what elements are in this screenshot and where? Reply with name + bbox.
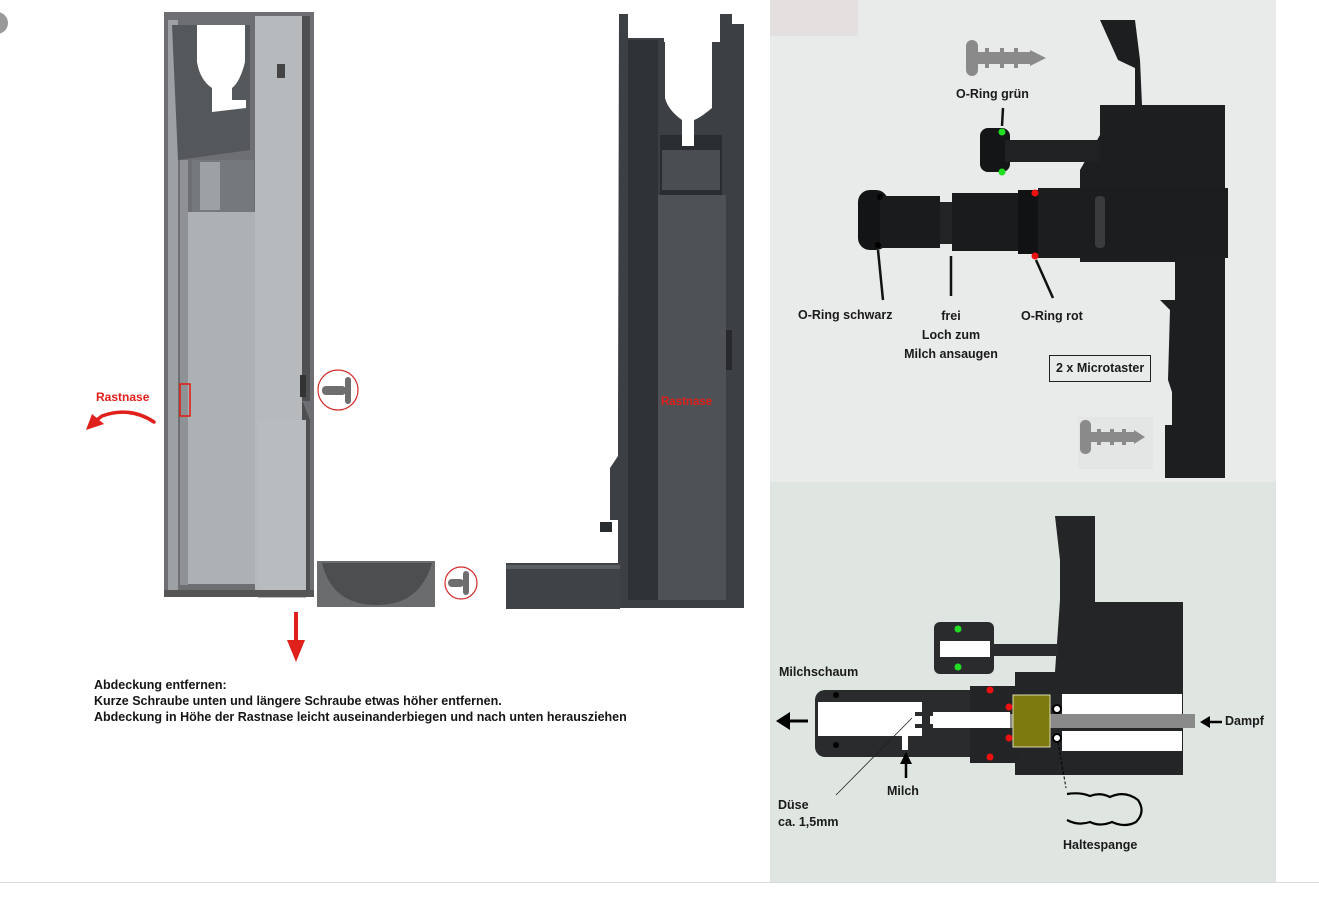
sectional-diagram-panel: Milchschaum Dampf Milch Düse ca. 1,5mm H… xyxy=(770,482,1276,882)
green-o-ring-dot xyxy=(998,128,1006,136)
steam-in-arrow-icon xyxy=(1200,716,1222,728)
free-hole-line-2: Loch zum xyxy=(921,328,981,342)
caption-line-1: Abdeckung entfernen: xyxy=(94,678,227,692)
red-o-ring-dot xyxy=(1031,252,1039,260)
o-ring-red-label: O-Ring rot xyxy=(1021,309,1083,323)
milk-foam-out-arrow-icon xyxy=(776,712,808,730)
black-o-ring-dot xyxy=(875,242,881,248)
top-cutout xyxy=(665,40,712,146)
free-hole-label: frei Loch zum Milch ansaugen xyxy=(890,309,1012,362)
rastnase-marker-box xyxy=(179,383,191,417)
caption-line-2: Kurze Schraube unten und längere Schraub… xyxy=(94,694,502,708)
milk-foam-label: Milchschaum xyxy=(779,665,859,679)
nozzle-bore xyxy=(930,712,1010,728)
nozzle-line-1: Düse xyxy=(778,798,809,812)
screw-icon xyxy=(1080,420,1145,454)
cover-front-photo xyxy=(164,12,435,607)
milk-label: Milch xyxy=(887,784,919,798)
screw-icon xyxy=(966,40,1046,76)
nozzle-label: Düse ca. 1,5mm xyxy=(778,798,838,830)
nozzle-insert xyxy=(1012,694,1051,748)
black-o-ring-dot xyxy=(877,194,883,200)
rastnase-label-inner: Rastnase xyxy=(661,396,713,408)
o-ring-black-label: O-Ring schwarz xyxy=(798,308,893,322)
milk-in-arrow-icon xyxy=(900,752,912,778)
caption-line-3: Abdeckung in Höhe der Rastnase leicht au… xyxy=(94,710,627,724)
short-screw-circle-icon xyxy=(444,566,478,600)
bottom-cap-piece xyxy=(506,563,620,609)
bend-out-arrow-icon xyxy=(86,410,156,430)
top-cutout xyxy=(197,25,246,112)
free-hole-line-3: Milch ansaugen xyxy=(904,347,998,361)
rastnase-label-left: Rastnase xyxy=(96,390,150,404)
instruction-caption: Abdeckung entfernen: Kurze Schraube unte… xyxy=(94,677,627,725)
bottom-divider xyxy=(0,882,1319,883)
retaining-clip-shape xyxy=(1066,792,1143,827)
pull-down-arrow-icon xyxy=(287,612,305,662)
retaining-clip-label: Haltespange xyxy=(1063,838,1138,852)
cover-back-photo xyxy=(506,14,744,609)
nozzle-line-2: ca. 1,5mm xyxy=(778,815,839,829)
o-ring-green-label: O-Ring grün xyxy=(956,87,1029,101)
milk-unit-photo-panel: O-Ring grün O-Ring schwarz frei Loch zum… xyxy=(770,0,1276,482)
long-screw-circle-icon xyxy=(317,369,359,411)
green-o-ring-dot xyxy=(998,168,1006,176)
red-o-ring-dot xyxy=(1031,189,1039,197)
free-hole-line-1: frei xyxy=(941,309,961,323)
milk-foam-bore xyxy=(818,702,922,736)
microswitch-label-box: 2 x Microtaster xyxy=(1049,355,1152,382)
steam-label: Dampf xyxy=(1225,714,1264,728)
edge-circle-fragment xyxy=(0,12,8,34)
steam-pipe xyxy=(1010,714,1195,728)
